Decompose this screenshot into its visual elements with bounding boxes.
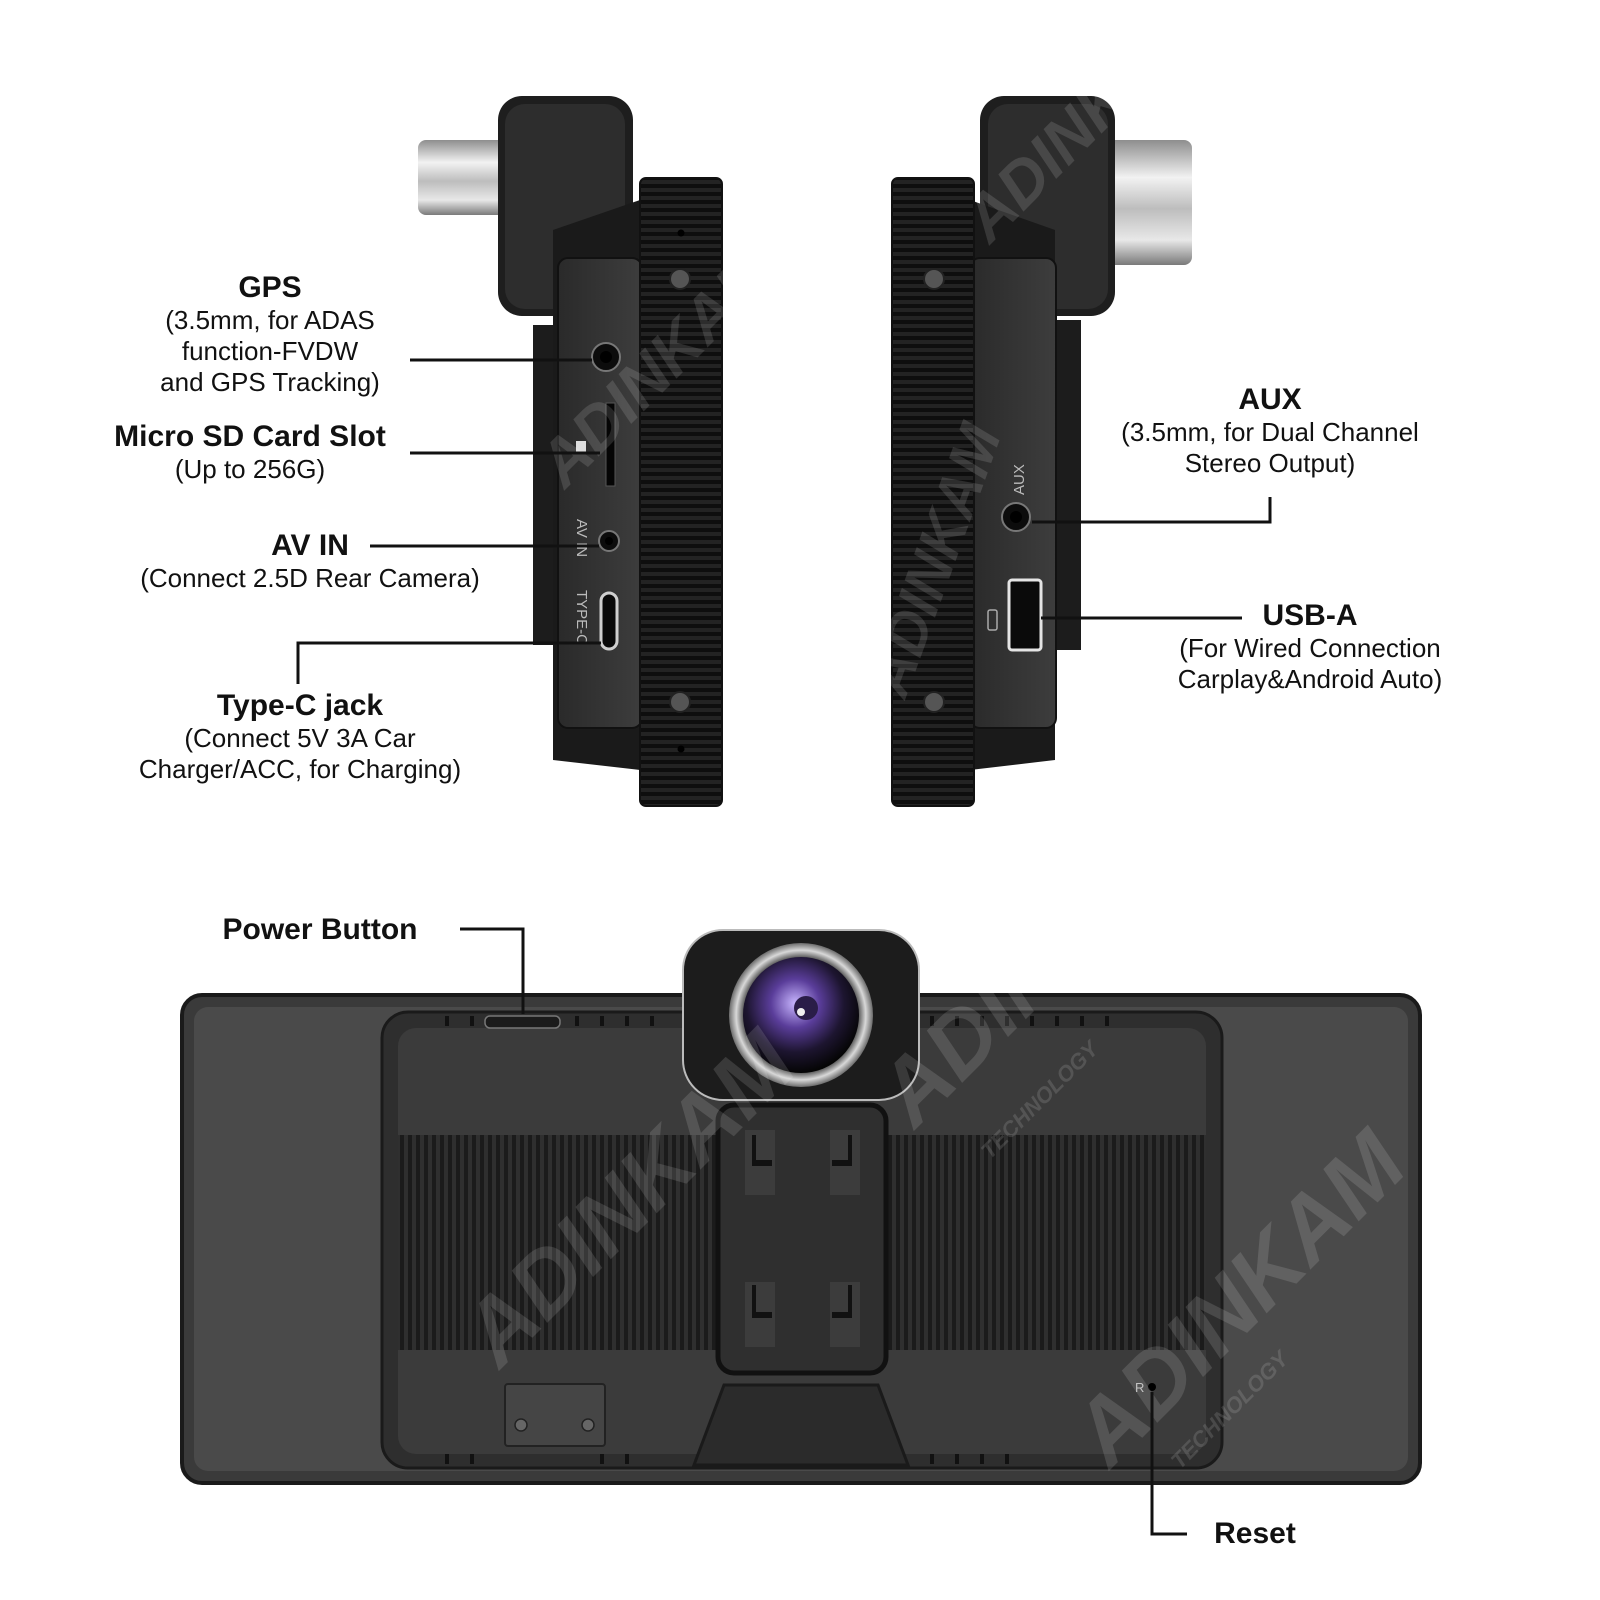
type-c-desc-line: Charger/ACC, for Charging) bbox=[138, 754, 462, 785]
type-c-port-icon bbox=[599, 591, 619, 651]
gps-jack-icon bbox=[591, 342, 621, 372]
usb-symbol-icon bbox=[987, 609, 998, 631]
gps-title: GPS bbox=[238, 271, 302, 304]
power-button-callout: Power Button bbox=[200, 912, 440, 947]
gps-desc-line: (3.5mm, for ADAS bbox=[165, 305, 375, 336]
aux-desc-line: (3.5mm, for Dual Channel bbox=[1121, 417, 1419, 448]
aux-marking: AUX bbox=[1011, 464, 1028, 495]
right-screw-icons bbox=[923, 268, 945, 713]
usb-a-title: USB-A bbox=[1262, 599, 1358, 632]
av-in-jack-icon bbox=[598, 530, 620, 552]
usb-a-desc-line: Carplay&Android Auto) bbox=[1177, 664, 1443, 695]
reset-hole-icon bbox=[1148, 1383, 1156, 1391]
aux-title: AUX bbox=[1238, 383, 1302, 416]
gps-desc-line: function-FVDW bbox=[181, 336, 359, 367]
micro-sd-slot-icon bbox=[605, 402, 616, 487]
type-c-callout: Type-C jack (Connect 5V 3A Car Charger/A… bbox=[110, 688, 490, 785]
aux-jack-icon bbox=[1001, 502, 1031, 532]
power-button-title: Power Button bbox=[222, 913, 418, 946]
usb-a-desc-line: (For Wired Connection bbox=[1179, 633, 1441, 664]
gps-callout: GPS (3.5mm, for ADAS function-FVDW and G… bbox=[120, 270, 420, 397]
reset-title: Reset bbox=[1214, 1517, 1296, 1550]
vent-slots bbox=[445, 1016, 1109, 1464]
aux-desc-line: Stereo Output) bbox=[1184, 448, 1356, 479]
av-in-title: AV IN bbox=[271, 529, 349, 562]
right-side-view: AUX bbox=[891, 96, 1192, 807]
reset-marking: R bbox=[1135, 1380, 1144, 1395]
type-c-title: Type-C jack bbox=[216, 689, 384, 722]
usb-a-port-icon bbox=[1007, 578, 1043, 652]
micro-sd-callout: Micro SD Card Slot (Up to 256G) bbox=[80, 419, 420, 485]
av-in-desc-line: (Connect 2.5D Rear Camera) bbox=[140, 563, 480, 594]
micro-sd-desc-line: (Up to 256G) bbox=[174, 454, 326, 485]
back-view: R bbox=[180, 929, 1422, 1485]
gps-desc-line: and GPS Tracking) bbox=[160, 366, 380, 397]
sd-card-icon bbox=[576, 441, 586, 453]
left-screw-icons bbox=[669, 268, 691, 713]
type-c-marking: TYPE-C bbox=[573, 590, 590, 645]
reset-callout: Reset bbox=[1195, 1516, 1315, 1551]
callout-lines bbox=[296, 358, 1272, 1536]
power-button-icon bbox=[484, 1015, 561, 1029]
left-side-view: AV IN TYPE-C bbox=[418, 96, 723, 807]
camera-lens-icon bbox=[729, 943, 873, 1087]
micro-sd-title: Micro SD Card Slot bbox=[114, 420, 386, 453]
type-c-desc-line: (Connect 5V 3A Car bbox=[184, 723, 416, 754]
aux-callout: AUX (3.5mm, for Dual Channel Stereo Outp… bbox=[1100, 382, 1440, 479]
av-in-callout: AV IN (Connect 2.5D Rear Camera) bbox=[110, 528, 510, 594]
usb-a-callout: USB-A (For Wired Connection Carplay&Andr… bbox=[1145, 598, 1475, 695]
mount-clip-icons bbox=[745, 1130, 860, 1347]
rear-cover-panel bbox=[504, 1383, 606, 1447]
av-in-marking: AV IN bbox=[573, 519, 590, 557]
